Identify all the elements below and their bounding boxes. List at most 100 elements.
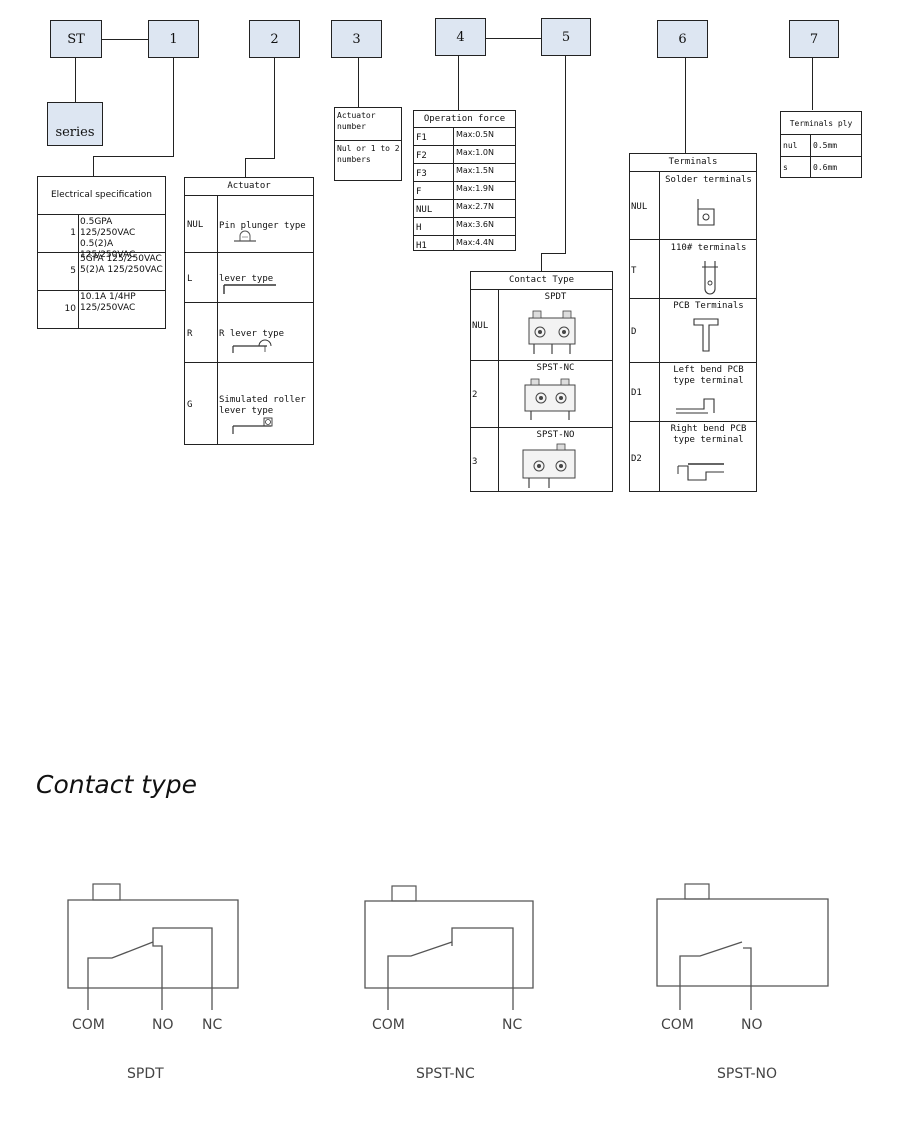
terminal-row-code: NUL [631, 202, 648, 212]
spst-no-pin-com: COM [661, 1017, 694, 1033]
terminal-row-label: Left bend PCB type terminal [673, 365, 744, 386]
terminal-row-code: D1 [631, 388, 642, 398]
actuator-title: Actuator [227, 181, 271, 191]
electrical-row-line: 5(2)A 125/250VAC [80, 265, 163, 275]
ply-row-value: 0.5mm [813, 141, 838, 150]
force-row-code: H1 [416, 241, 427, 251]
microswitch-spdt-icon [528, 310, 576, 354]
spst-nc-pin-nc: NC [502, 1017, 523, 1033]
force-row-value: Max:0.5N [456, 130, 494, 139]
spdt-pin-com: COM [72, 1017, 105, 1033]
electrical-row-line: 10.1A 1/4HP [80, 292, 136, 302]
force-row-value: Max:1.0N [456, 148, 494, 157]
spst-nc-schematic [364, 885, 534, 1010]
actuator-table: Actuator NUL Pin plunger type L lever ty… [184, 177, 314, 445]
spdt-pin-nc: NC [202, 1017, 223, 1033]
contact-type-heading: Contact type [36, 770, 198, 799]
electrical-spec-table: Electrical specification 1 0.5GPA 125/25… [37, 176, 166, 329]
left-bend-pcb-terminal-icon [676, 398, 715, 414]
pcb-terminal-icon [693, 318, 719, 352]
force-row-value: Max:3.6N [456, 220, 494, 229]
electrical-row-line: 0.5(2)A 125/250VAC [80, 239, 136, 260]
code-box-3: 3 [331, 20, 382, 58]
ply-row-value: 0.6mm [813, 163, 838, 172]
terminal-row-label: Right bend PCB type terminal [670, 424, 747, 445]
spst-no-caption: SPST-NO [717, 1066, 778, 1082]
actuator-row-label: lever type [219, 274, 274, 284]
code-label: 2 [270, 31, 279, 47]
spst-no-schematic [656, 883, 829, 1010]
contact-row-code: NUL [472, 321, 489, 331]
actuator-number-value: Nul or 1 to 2 numbers [337, 144, 400, 164]
terminals-ply-table: Terminals ply nul 0.5mm s 0.6mm [780, 111, 862, 178]
microswitch-spst-no-icon [522, 443, 576, 488]
solder-terminal-icon [697, 199, 715, 226]
tab-terminal-icon [702, 261, 718, 295]
terminal-row-label: 110# terminals [670, 243, 747, 253]
force-row-code: F2 [416, 151, 427, 161]
roller-lever-icon [232, 417, 273, 434]
terminal-row-code: T [631, 266, 637, 276]
code-label: 3 [352, 31, 361, 47]
force-row-code: H [416, 223, 422, 233]
contact-row-label: SPST-NC [536, 363, 575, 373]
spst-nc-caption: SPST-NC [416, 1066, 475, 1082]
operation-force-table: Operation force F1 Max:0.5N F2 Max:1.0N … [413, 110, 516, 251]
terminals-ply-title: Terminals ply [789, 118, 853, 128]
spdt-caption: SPDT [127, 1066, 164, 1082]
terminals-table: Terminals NUL Solder terminals T 110# te… [629, 153, 757, 492]
terminal-row-code: D [631, 327, 637, 337]
microswitch-spst-nc-icon [524, 378, 576, 420]
force-row-value: Max:1.9N [456, 184, 494, 193]
force-row-code: NUL [416, 205, 433, 215]
spst-no-pin-no: NO [741, 1017, 763, 1033]
code-label: 1 [169, 31, 178, 47]
operation-force-title: Operation force [423, 113, 506, 124]
spdt-pin-no: NO [152, 1017, 174, 1033]
contact-row-code: 2 [472, 390, 478, 400]
actuator-row-code: R [187, 329, 193, 339]
electrical-row-line: 5GPA 125/250VAC [80, 254, 162, 264]
series-box: series [47, 102, 103, 146]
series-label: series [55, 125, 95, 140]
terminal-row-label: Solder terminals [665, 175, 752, 185]
force-row-value: Max:2.7N [456, 202, 494, 211]
contact-row-label: SPST-NO [536, 430, 575, 440]
terminal-row-label: PCB Terminals [673, 301, 744, 311]
contact-row-code: 3 [472, 457, 478, 467]
contact-type-title: Contact Type [508, 275, 575, 285]
code-box-5: 5 [541, 18, 591, 56]
terminals-title: Terminals [668, 157, 718, 167]
actuator-row-label: Pin plunger type [219, 221, 306, 231]
force-row-value: Max:1.5N [456, 166, 494, 175]
actuator-number-title: Actuator number [337, 111, 376, 131]
code-label: 4 [456, 29, 465, 45]
code-label: 5 [561, 29, 571, 45]
code-label: 6 [678, 31, 687, 47]
force-row-code: F3 [416, 169, 427, 179]
electrical-row-code: 10 [64, 304, 76, 314]
code-label: ST [67, 31, 85, 47]
contact-type-table: Contact Type NUL SPDT 2 SPST-NC 3 SPST-N… [470, 271, 613, 492]
ply-row-code: s [783, 163, 788, 172]
actuator-row-code: G [187, 400, 193, 410]
ply-row-code: nul [783, 141, 798, 150]
code-box-2: 2 [249, 20, 300, 58]
code-box-7: 7 [789, 20, 839, 58]
pin-plunger-icon [234, 230, 256, 242]
lever-icon [223, 284, 276, 294]
spdt-schematic [67, 883, 239, 1010]
code-box-1: 1 [148, 20, 199, 58]
electrical-row-line: 125/250VAC [80, 303, 136, 313]
electrical-spec-title: Electrical specification [51, 190, 152, 200]
electrical-row-line: 0.5GPA 125/250VAC [80, 217, 136, 238]
code-box-4: 4 [435, 18, 486, 56]
force-row-code: F [416, 187, 422, 197]
actuator-row-label: R lever type [219, 329, 285, 339]
force-row-value: Max:4.4N [456, 238, 494, 247]
actuator-row-code: NUL [187, 220, 204, 230]
spst-nc-pin-com: COM [372, 1017, 405, 1033]
